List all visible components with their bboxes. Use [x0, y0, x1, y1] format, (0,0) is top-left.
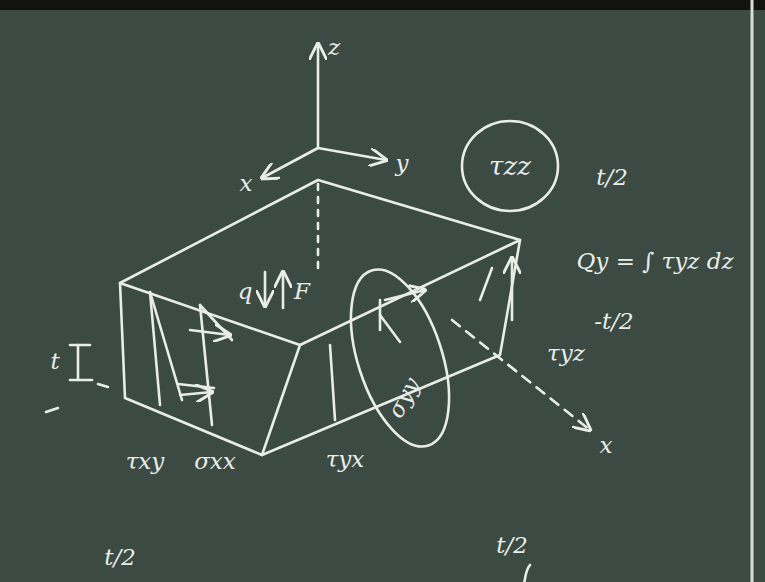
stress-label: τxy	[126, 449, 165, 474]
limit-label: t/2	[104, 545, 136, 570]
stress-line	[178, 384, 214, 388]
load-label: q	[238, 279, 253, 304]
plate-top-face	[120, 180, 520, 345]
dimension-tick	[70, 344, 90, 347]
equation: Qy = ∫ τyz dz	[576, 249, 733, 274]
force-arrow	[282, 272, 285, 308]
plate-sides	[120, 240, 520, 455]
axis-label: y	[396, 151, 409, 176]
stress-line	[379, 300, 382, 330]
stress-arrow	[180, 392, 212, 395]
stress-label: σxx	[194, 449, 236, 474]
normal-arrow	[452, 320, 590, 430]
stress-line	[200, 305, 212, 425]
stress-line	[330, 345, 335, 420]
encircle-mark	[332, 258, 469, 459]
dimension-line	[77, 345, 80, 380]
stress-label: τyx	[326, 447, 365, 472]
limit-label: -t/2	[594, 309, 633, 334]
circle-outline	[462, 121, 558, 211]
axis-label: x	[240, 171, 253, 196]
limit-label: t/2	[596, 165, 628, 190]
axis-label: x	[600, 433, 613, 458]
axis-dash	[317, 184, 320, 268]
y-axis	[318, 148, 386, 160]
axis-label: z	[328, 35, 340, 60]
board-frame	[0, 0, 765, 10]
dimension-dash	[46, 408, 58, 412]
stress-label: σyy	[383, 374, 425, 423]
plate-edge	[262, 345, 300, 455]
limit-label: t/2	[496, 533, 528, 558]
stress-arrow	[190, 330, 230, 335]
z-axis	[317, 44, 320, 148]
dimension-tick	[70, 379, 92, 382]
stress-label: τyz	[547, 341, 585, 366]
board-edge	[751, 0, 754, 582]
dimension-label: t	[50, 349, 59, 374]
x-axis	[262, 148, 318, 178]
load-arrow	[264, 272, 267, 306]
circled-term: τzz	[460, 119, 560, 213]
force-label: F	[294, 279, 310, 304]
stress-line	[480, 268, 492, 300]
stress-line	[380, 315, 400, 342]
shear-arrow	[511, 258, 514, 320]
node-text: τzz	[489, 152, 531, 181]
integral-sign	[522, 565, 530, 582]
dimension-dash	[98, 384, 108, 387]
